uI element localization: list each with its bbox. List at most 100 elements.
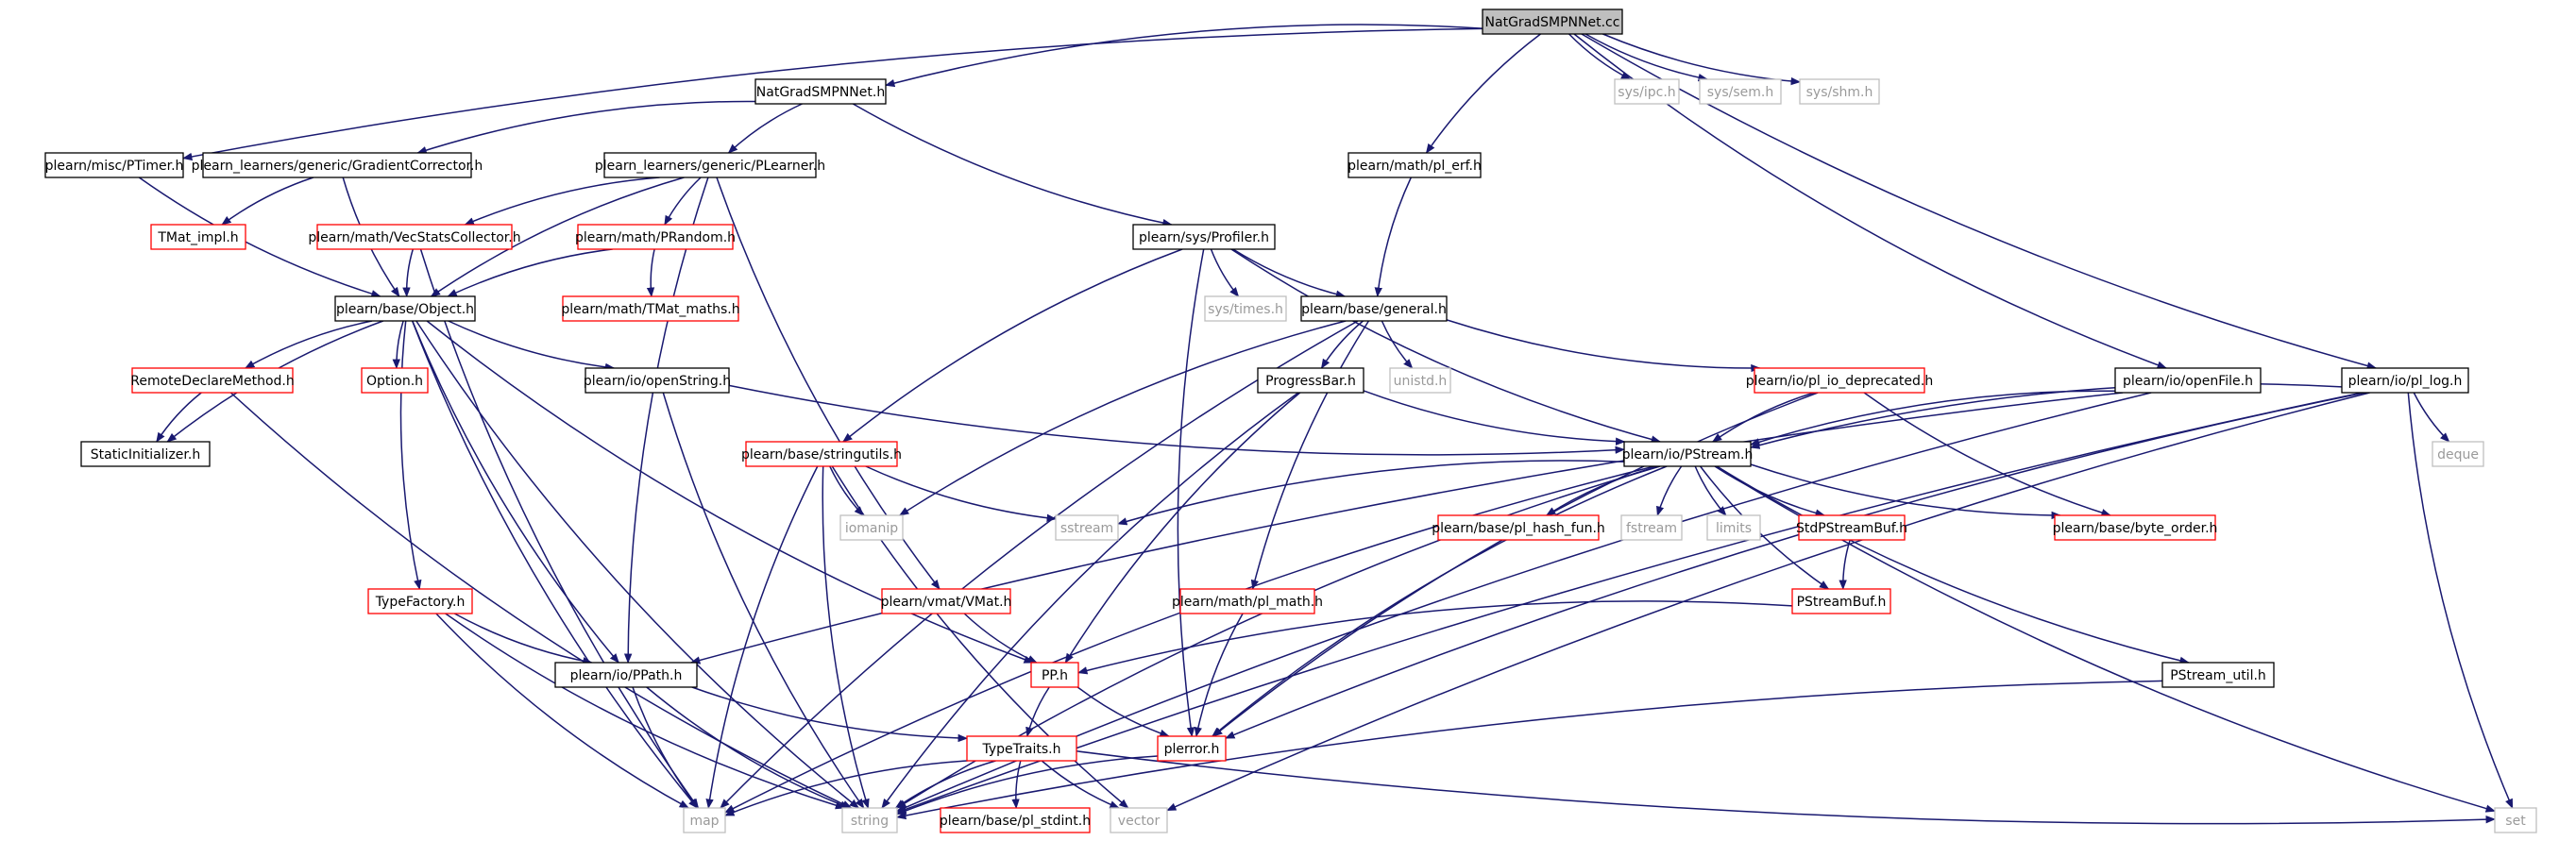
node-vecstats[interactable]: plearn/math/VecStatsCollector.h: [308, 224, 521, 250]
node-object[interactable]: plearn/base/Object.h: [334, 295, 476, 322]
node-h_self[interactable]: NatGradSMPNNet.h: [754, 78, 887, 105]
node-box: [1706, 514, 1761, 541]
node-typefactory[interactable]: TypeFactory.h: [367, 588, 473, 614]
node-byteorder[interactable]: plearn/base/byte_order.h: [2053, 514, 2218, 541]
edge-h_self-to-plearner: [727, 103, 803, 154]
node-iodep[interactable]: plearn/io/pl_io_deprecated.h: [1746, 367, 1934, 394]
node-typetraits[interactable]: TypeTraits.h: [966, 735, 1077, 762]
node-box: [2161, 662, 2275, 688]
node-box: [1623, 441, 1752, 467]
node-vmat[interactable]: plearn/vmat/VMat.h: [881, 588, 1012, 614]
edge-pstream-to-plerror: [1212, 465, 1668, 737]
edge-plearner-to-object: [430, 177, 685, 297]
node-psutil[interactable]: PStream_util.h: [2161, 662, 2275, 688]
node-box: [361, 367, 429, 394]
node-box: [334, 295, 476, 322]
node-box: [1799, 78, 1880, 105]
edge-profiler-to-general: [1232, 248, 1347, 298]
node-label: PP.h: [1042, 668, 1068, 683]
edge-h_self-to-profiler: [852, 103, 1173, 227]
edge-plerror-to-string: [896, 755, 1159, 816]
node-box: [1347, 152, 1482, 178]
node-box: [966, 735, 1077, 762]
node-box: [940, 807, 1091, 833]
node-tmatmaths[interactable]: plearn/math/TMat_maths.h: [561, 295, 740, 322]
edge-stringutils-to-iomanip: [829, 465, 864, 516]
node-limits: limits: [1706, 514, 1761, 541]
node-label: plearn/io/pl_log.h: [2348, 374, 2463, 389]
node-hashfun[interactable]: plearn/base/pl_hash_fun.h: [1432, 514, 1605, 541]
node-profiler[interactable]: plearn/sys/Profiler.h: [1132, 224, 1276, 250]
edge-plearner-to-ppath: [623, 177, 709, 664]
edge-object-to-ppath: [412, 320, 619, 664]
node-label: sys/sem.h: [1707, 85, 1773, 100]
node-deque: deque: [2432, 441, 2484, 467]
edge-object-to-openstr: [448, 320, 616, 372]
node-pllog[interactable]: plearn/io/pl_log.h: [2341, 367, 2469, 394]
node-ppath[interactable]: plearn/io/PPath.h: [554, 662, 698, 688]
node-remote[interactable]: RemoteDeclareMethod.h: [130, 367, 295, 394]
node-box: [1754, 367, 1925, 394]
edge-typetraits-to-string: [894, 760, 996, 809]
edge-iodep-to-byteorder: [1863, 392, 2111, 517]
node-box: [2341, 367, 2469, 394]
node-plmath[interactable]: plearn/math/pl_math.h: [1172, 588, 1323, 614]
edge-profiler-to-systimes: [1210, 248, 1240, 297]
node-plearner[interactable]: plearn_learners/generic/PLearner.h: [595, 152, 825, 178]
edge-typetraits-to-set: [1076, 750, 2497, 825]
node-label: plearn/vmat/VMat.h: [881, 595, 1012, 610]
node-prandom[interactable]: plearn/math/PRandom.h: [575, 224, 736, 250]
edge-prandom-to-tmatmaths: [646, 248, 655, 298]
node-box: [1437, 514, 1600, 541]
edge-plearner-to-prandom: [664, 177, 702, 226]
node-staticinit[interactable]: StaticInitializer.h: [80, 441, 211, 467]
node-label: plearn/base/Object.h: [336, 302, 474, 317]
node-psb[interactable]: PStreamBuf.h: [1791, 588, 1891, 614]
edge-pstream-to-fstream: [1656, 465, 1683, 517]
node-box: [1204, 295, 1287, 322]
node-label: PStreamBuf.h: [1797, 595, 1887, 610]
node-plerf[interactable]: plearn/math/pl_erf.h: [1347, 152, 1482, 178]
node-label: plearn/io/openFile.h: [2123, 374, 2253, 389]
node-stringutils[interactable]: plearn/base/stringutils.h: [741, 441, 902, 467]
node-label: plearn/math/PRandom.h: [575, 230, 736, 245]
node-label: limits: [1716, 521, 1752, 536]
node-label: plearn/base/pl_hash_fun.h: [1432, 521, 1605, 536]
node-tmatimpl[interactable]: TMat_impl.h: [150, 224, 246, 250]
edge-psb-to-pp: [1076, 600, 1793, 675]
node-box: [745, 441, 898, 467]
node-box: [1030, 662, 1079, 688]
node-option[interactable]: Option.h: [361, 367, 429, 394]
node-ptimer[interactable]: plearn/misc/PTimer.h: [44, 152, 184, 178]
node-pp[interactable]: PP.h: [1030, 662, 1079, 688]
node-box: [1257, 367, 1364, 394]
node-gradcorr[interactable]: plearn_learners/generic/GradientCorrecto…: [192, 152, 483, 178]
edge-progress-to-pp: [1064, 392, 1301, 664]
node-pstream[interactable]: plearn/io/PStream.h: [1622, 441, 1754, 467]
node-label: plearn/math/VecStatsCollector.h: [308, 230, 520, 245]
node-string: string: [841, 807, 898, 833]
node-openstr[interactable]: plearn/io/openString.h: [584, 367, 731, 394]
node-label: plearn/math/TMat_maths.h: [561, 302, 739, 317]
edge-object-to-map: [411, 320, 699, 809]
node-general[interactable]: plearn/base/general.h: [1300, 295, 1448, 322]
node-plerror[interactable]: plerror.h: [1157, 735, 1227, 762]
node-stdpsb[interactable]: StdPStreamBuf.h: [1796, 514, 1907, 541]
node-label: plearn/base/pl_stdint.h: [940, 814, 1091, 829]
node-box: [2114, 367, 2262, 394]
node-progress[interactable]: ProgressBar.h: [1257, 367, 1364, 394]
edge-progress-to-string: [881, 392, 1299, 809]
node-label: vector: [1118, 814, 1161, 829]
node-root[interactable]: NatGradSMPNNet.cc: [1482, 8, 1623, 35]
node-box: [1620, 514, 1683, 541]
node-label: TypeFactory.h: [375, 595, 466, 610]
node-label: StdPStreamBuf.h: [1796, 521, 1907, 536]
node-sem: sys/sem.h: [1699, 78, 1782, 105]
edge-root-to-ipc: [1568, 33, 1632, 80]
edge-typetraits-to-map: [724, 760, 968, 816]
node-openfile[interactable]: plearn/io/openFile.h: [2114, 367, 2262, 394]
node-stdint[interactable]: plearn/base/pl_stdint.h: [940, 807, 1091, 833]
node-sstream: sstream: [1055, 514, 1119, 541]
edge-stringutils-to-sstream: [865, 465, 1058, 522]
